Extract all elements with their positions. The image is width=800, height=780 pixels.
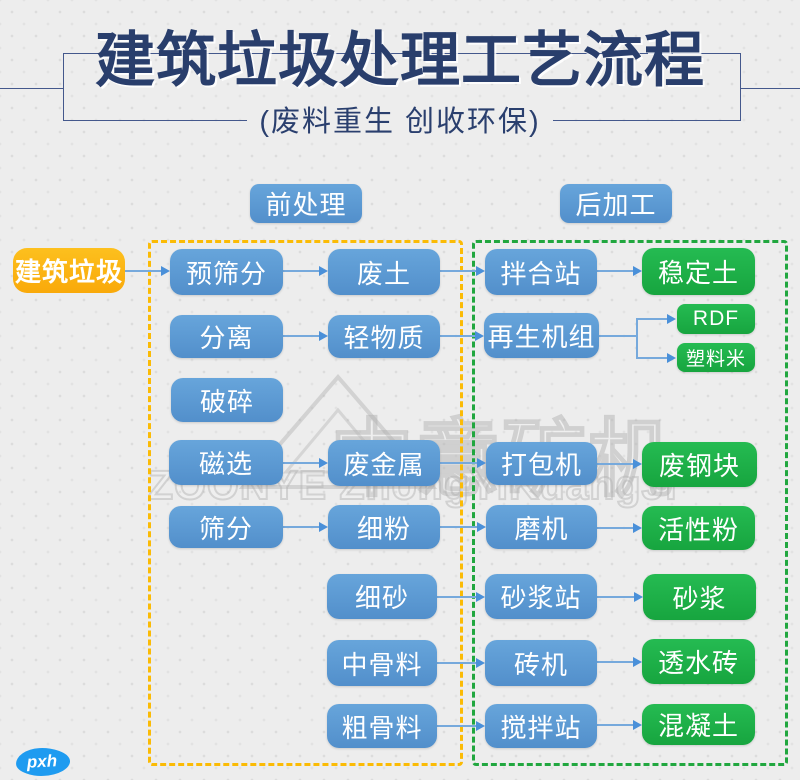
node-yushaifen: 预筛分 <box>170 249 283 295</box>
flow-arrow-head <box>667 314 676 324</box>
header-post-processing: 后加工 <box>560 184 672 223</box>
node-wendingtu: 稳定土 <box>642 248 755 295</box>
title-side-line-left <box>0 88 63 89</box>
flow-arrow-head <box>475 331 484 341</box>
flow-arrow-head <box>161 266 170 276</box>
flow-arrow-line <box>597 596 635 598</box>
node-zhuanji: 砖机 <box>485 640 597 686</box>
node-rdf: RDF <box>677 304 755 334</box>
node-qingwuzhi: 轻物质 <box>328 315 440 358</box>
flow-arrow-line <box>597 527 634 529</box>
flow-arrow-line <box>440 526 478 528</box>
node-feijinshu: 废金属 <box>328 440 440 486</box>
flow-split-line <box>636 318 638 358</box>
post-processing-frame <box>472 240 788 766</box>
flow-arrow-head <box>633 523 642 533</box>
flow-arrow-line <box>636 318 668 320</box>
header-pre-processing: 前处理 <box>250 184 362 223</box>
flow-arrow-line <box>599 335 637 337</box>
node-zhonggu: 中骨料 <box>327 640 437 686</box>
title-side-line-right <box>740 88 800 89</box>
node-posui: 破碎 <box>171 378 283 422</box>
flow-arrow-head <box>633 720 642 730</box>
node-zaishengjizu: 再生机组 <box>484 313 599 358</box>
node-dabaoji: 打包机 <box>486 442 597 485</box>
flow-arrow-head <box>476 658 485 668</box>
node-huoxingfen: 活性粉 <box>642 506 755 550</box>
flow-arrow-line <box>125 270 162 272</box>
flow-arrow-line <box>597 724 634 726</box>
node-jiaobanzhan: 搅拌站 <box>485 704 597 748</box>
flow-arrow-line <box>283 270 320 272</box>
node-fenli: 分离 <box>170 315 283 358</box>
flow-arrow-line <box>597 661 634 663</box>
node-moji: 磨机 <box>486 505 597 549</box>
flow-arrow-head <box>476 721 485 731</box>
node-shajiang: 砂浆 <box>643 574 756 620</box>
flow-arrow-line <box>437 596 477 598</box>
node-hunningtu: 混凝土 <box>642 704 755 745</box>
flow-arrow-head <box>633 459 642 469</box>
node-xifen: 细粉 <box>328 505 440 549</box>
flow-arrow-line <box>283 335 320 337</box>
flow-arrow-head <box>633 266 642 276</box>
flow-arrow-line <box>597 463 634 465</box>
node-feigangkuai: 废钢块 <box>642 442 757 487</box>
node-toushuizhuan: 透水砖 <box>642 639 755 684</box>
node-suliaomi: 塑料米 <box>677 343 755 372</box>
flow-arrow-line <box>437 662 477 664</box>
page-subtitle: (废料重生 创收环保) <box>0 98 800 140</box>
flow-arrow-line <box>283 526 320 528</box>
flow-arrow-line <box>636 357 668 359</box>
flow-arrow-line <box>440 335 476 337</box>
flow-arrow-head <box>319 266 328 276</box>
flow-arrow-line <box>597 270 634 272</box>
flow-arrow-line <box>437 725 477 727</box>
flow-arrow-head <box>667 353 676 363</box>
flow-arrow-head <box>476 266 485 276</box>
node-shaifen: 筛分 <box>169 506 283 548</box>
node-shajiangzhan: 砂浆站 <box>485 574 597 619</box>
pre-processing-frame <box>148 240 463 766</box>
node-xisha: 细砂 <box>327 574 437 619</box>
flow-arrow-line <box>440 270 477 272</box>
flow-arrow-head <box>477 522 486 532</box>
flow-arrow-head <box>633 657 642 667</box>
node-feitu: 废土 <box>328 249 440 295</box>
flow-arrow-line <box>440 462 478 464</box>
node-cixuan: 磁选 <box>169 440 283 485</box>
signature-pxh: pxh <box>15 746 69 777</box>
node-jianzhulaji: 建筑垃圾 <box>13 248 125 293</box>
node-cugu: 粗骨料 <box>327 704 437 748</box>
flow-arrow-head <box>477 458 486 468</box>
page-subtitle-text: (废料重生 创收环保) <box>247 98 553 140</box>
flow-arrow-head <box>319 331 328 341</box>
node-banhezhan: 拌合站 <box>485 249 597 295</box>
flow-arrow-line <box>283 462 320 464</box>
flow-arrow-head <box>476 592 485 602</box>
flow-arrow-head <box>319 458 328 468</box>
flow-arrow-head <box>319 522 328 532</box>
flow-arrow-head <box>634 592 643 602</box>
page-title: 建筑垃圾处理工艺流程 <box>95 27 705 94</box>
